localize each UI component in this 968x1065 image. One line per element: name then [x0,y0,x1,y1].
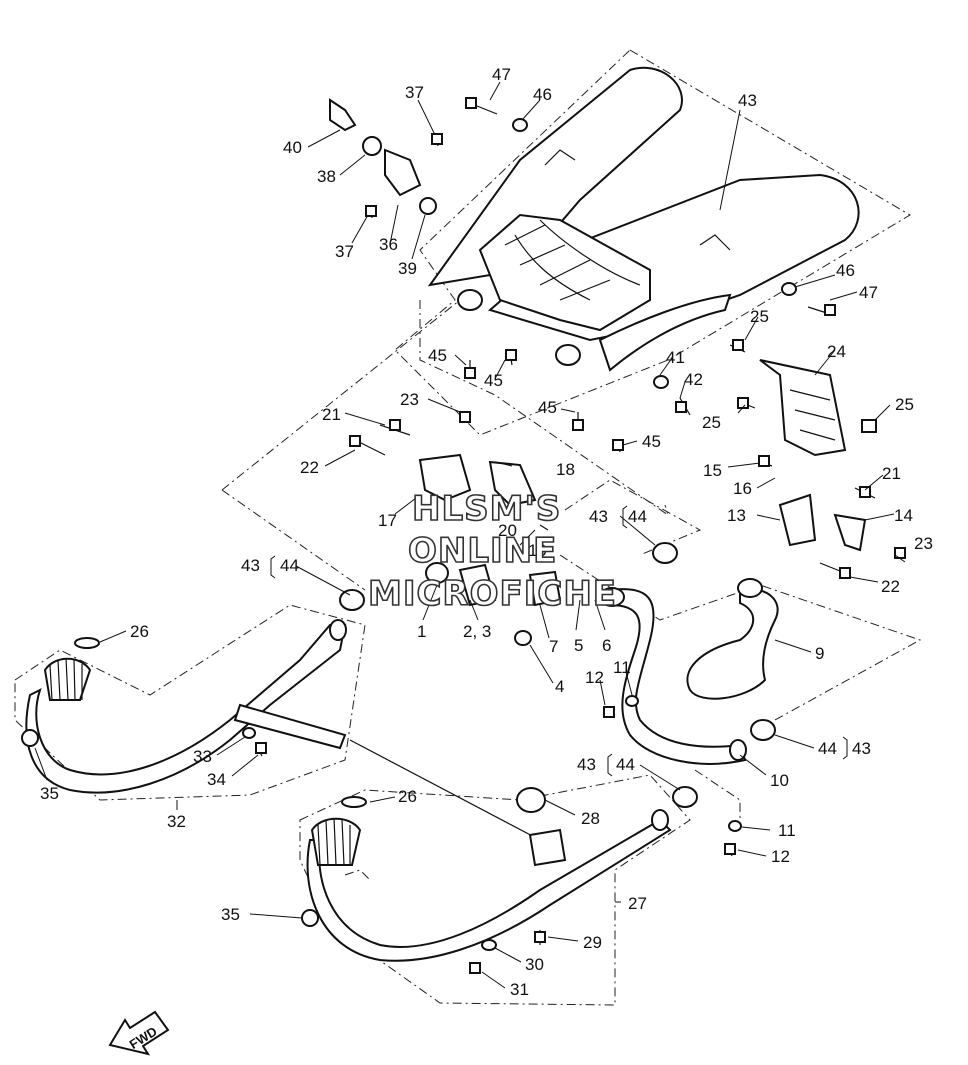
label-42: 42 [684,370,703,389]
label-25: 25 [702,413,721,432]
label-44: 44 [628,507,647,526]
callout-labels: 47 46 43 37 40 38 37 36 39 46 47 25 24 4… [40,65,933,999]
label-43: 43 [852,739,871,758]
label-45: 45 [484,371,503,390]
label-21: 21 [882,464,901,483]
label-39: 39 [398,259,417,278]
watermark-line-2: ONLINE [408,531,557,571]
label-28: 28 [581,809,600,828]
label-43: 43 [589,507,608,526]
label-40: 40 [283,138,302,157]
label-23: 23 [400,390,419,409]
label-25: 25 [750,307,769,326]
label-34: 34 [207,770,226,789]
label-47: 47 [859,283,878,302]
label-4: 4 [555,677,564,696]
label-11: 11 [613,658,631,677]
label-46: 46 [533,85,552,104]
label-46: 46 [836,261,855,280]
label-45: 45 [642,432,661,451]
label-35: 35 [40,784,59,803]
label-18: 18 [556,460,575,479]
label-33: 33 [193,747,212,766]
label-24: 24 [827,342,846,361]
label-44: 44 [280,556,299,575]
label-38: 38 [317,167,336,186]
label-21: 21 [322,405,341,424]
label-23: 23 [914,534,933,553]
label-31: 31 [510,980,529,999]
label-16: 16 [733,479,752,498]
label-13: 13 [727,506,746,525]
label-22: 22 [881,577,900,596]
label-41: 41 [666,348,685,367]
label-17: 17 [378,511,397,530]
label-36: 36 [379,235,398,254]
label-6: 6 [602,636,611,655]
label-14: 14 [894,506,913,525]
label-15: 15 [703,461,722,480]
label-44: 44 [616,755,635,774]
label-43: 43 [241,556,260,575]
small-parts [21,98,867,951]
label-26: 26 [398,787,417,806]
label-12: 12 [585,668,604,687]
label-22: 22 [300,458,319,477]
label-7: 7 [549,637,558,656]
label-32: 32 [167,812,186,831]
label-45: 45 [538,398,557,417]
label-19: 19 [528,541,547,560]
label-11: 11 [778,821,796,840]
label-5: 5 [574,636,583,655]
label-45: 45 [428,346,447,365]
leader-lines [34,81,906,989]
label-37: 37 [335,242,354,261]
label-1: 1 [417,622,426,641]
label-37: 37 [405,83,424,102]
label-44: 44 [818,739,837,758]
label-2-3: 2, 3 [463,622,491,641]
watermark-line-1: HLSM'S [412,489,561,529]
label-25: 25 [895,395,914,414]
fwd-arrow-icon: FWD [108,1010,170,1056]
label-26: 26 [130,622,149,641]
label-20: 20 [498,521,517,540]
label-47: 47 [492,65,511,84]
label-43: 43 [738,91,757,110]
watermark: HLSM'S ONLINE MICROFICHE [367,488,617,615]
label-29: 29 [583,933,602,952]
label-30: 30 [525,955,544,974]
label-9: 9 [815,644,824,663]
label-27: 27 [628,894,647,913]
label-10: 10 [770,771,789,790]
label-43: 43 [577,755,596,774]
watermark-line-3: MICROFICHE [368,574,617,614]
muffler-assembly [427,66,860,372]
label-35: 35 [221,905,240,924]
label-12: 12 [771,847,790,866]
